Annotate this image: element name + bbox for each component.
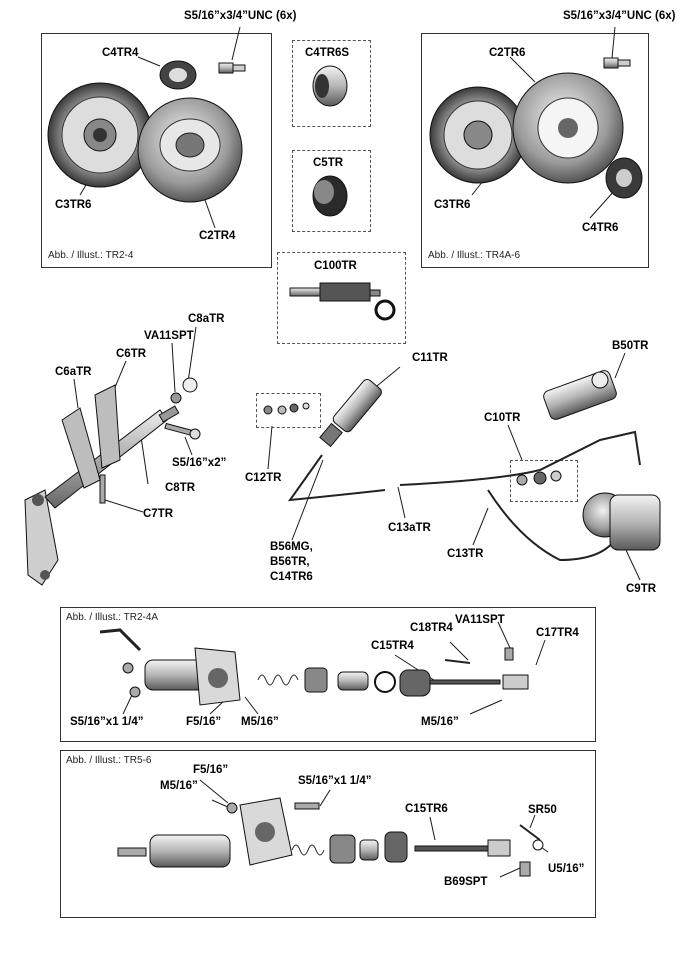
label-va11spt-low: VA11SPT <box>455 614 505 626</box>
label-c7tr: C7TR <box>143 508 174 520</box>
master-cylinder-c11tr-art <box>319 379 382 448</box>
label-s5-x2: S5/16”x2” <box>172 457 227 469</box>
bolt-top-left-art <box>218 62 246 74</box>
kit-c12tr-art <box>263 402 310 415</box>
label-c4tr6s: C4TR6S <box>305 47 350 59</box>
pivot-c8atr-art <box>170 377 198 404</box>
label-c3tr6-left: C3TR6 <box>55 199 92 211</box>
label-c4tr4: C4TR4 <box>102 47 139 59</box>
label-s5-top-left: S5/16”x3/4”UNC (6x) <box>184 10 297 22</box>
label-c6tr: C6TR <box>116 348 147 360</box>
label-c8atr: C8aTR <box>188 313 225 325</box>
slave-cylinder-b50tr-art <box>543 370 617 420</box>
label-c6atr: C6aTR <box>55 366 92 378</box>
label-c18tr4: C18TR4 <box>410 622 453 634</box>
label-c5tr: C5TR <box>313 157 344 169</box>
pressure-plate-c2tr6-art <box>512 72 624 184</box>
box-c5tr <box>292 150 371 232</box>
clutch-lever-assembly-art <box>24 384 180 586</box>
label-s5-114-a: S5/16”x1 1/4” <box>70 716 144 728</box>
label-c10tr: C10TR <box>484 412 521 424</box>
slave-cylinder-c9tr-art <box>582 492 661 551</box>
label-c2tr4: C2TR4 <box>199 230 236 242</box>
box-c4tr6s <box>292 40 371 127</box>
box-c10tr <box>510 460 578 502</box>
label-f5-a: F5/16” <box>186 716 222 728</box>
assembly-tr2-4a-art <box>99 628 529 706</box>
label-m5-b: M5/16” <box>421 716 459 728</box>
label-s5-114-b: S5/16”x1 1/4” <box>298 775 372 787</box>
clutch-disc-left-art <box>47 82 153 188</box>
label-m5-c: M5/16” <box>160 780 198 792</box>
label-c4tr6: C4TR6 <box>582 222 619 234</box>
bearing-c5tr-art <box>312 175 348 217</box>
label-sr50: SR50 <box>528 804 557 816</box>
label-s5-top-right: S5/16”x3/4”UNC (6x) <box>563 10 676 22</box>
label-c17tr4: C17TR4 <box>536 627 579 639</box>
box-c12tr <box>256 393 321 428</box>
label-b56-2: B56TR, <box>270 556 310 568</box>
alignment-tool-c100tr-art <box>289 282 396 321</box>
label-c100tr: C100TR <box>314 260 357 272</box>
panel-tr5-6 <box>60 750 596 918</box>
box-c100tr <box>277 252 406 344</box>
label-b56-3: C14TR6 <box>270 571 313 583</box>
label-c3tr6-right: C3TR6 <box>434 199 471 211</box>
bearing-c4tr4-art <box>159 60 197 90</box>
label-c11tr: C11TR <box>412 352 448 364</box>
hose-c13tr-art <box>287 430 641 562</box>
caption-tr2-4a: Abb. / Illust.: TR2-4A <box>66 612 159 623</box>
label-va11spt-mid: VA11SPT <box>144 330 194 342</box>
label-c9tr: C9TR <box>626 583 657 595</box>
bearing-c4tr6-art <box>605 157 643 199</box>
kit-c10tr-art <box>516 470 562 486</box>
pressure-plate-c2tr4-art <box>137 97 243 203</box>
label-f5-b: F5/16” <box>193 764 229 776</box>
assembly-tr5-6-art <box>117 797 544 877</box>
release-bearing-c4tr6s-art <box>312 65 348 107</box>
label-c8tr: C8TR <box>165 482 196 494</box>
clutch-disc-right-art <box>429 86 527 184</box>
caption-tr4a-6: Abb. / Illust.: TR4A-6 <box>428 250 521 261</box>
caption-tr5-6: Abb. / Illust.: TR5-6 <box>66 755 152 766</box>
label-c15tr4: C15TR4 <box>371 640 414 652</box>
label-c12tr: C12TR <box>245 472 282 484</box>
label-c13atr: C13aTR <box>388 522 431 534</box>
caption-tr2-4: Abb. / Illust.: TR2-4 <box>48 250 134 261</box>
bolt-c7tr-art <box>99 474 106 504</box>
label-c15tr6: C15TR6 <box>405 803 448 815</box>
label-b69spt: B69SPT <box>444 876 488 888</box>
label-b56-1: B56MG, <box>270 541 313 553</box>
label-c13tr: C13TR <box>447 548 484 560</box>
bolt-top-right-art <box>603 57 631 69</box>
label-c2tr6: C2TR6 <box>489 47 526 59</box>
label-u5: U5/16” <box>548 863 585 875</box>
bolt-s5-x2-art <box>164 422 201 440</box>
label-m5-a: M5/16” <box>241 716 279 728</box>
label-b50tr: B50TR <box>612 340 649 352</box>
